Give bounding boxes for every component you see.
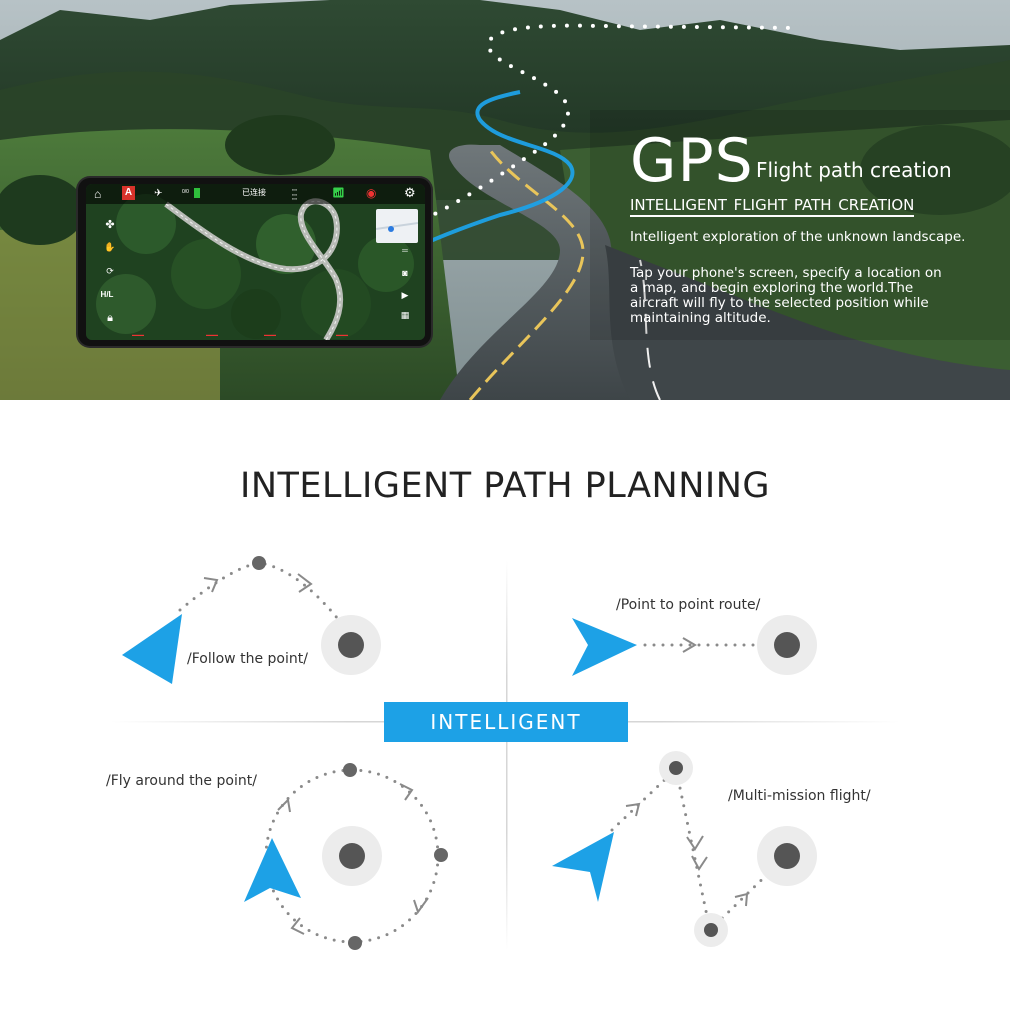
feature-description: Tap your phone's screen, specify a locat… bbox=[630, 265, 942, 326]
headless-icon[interactable]: H/L bbox=[100, 290, 114, 299]
gesture-icon[interactable]: ✋ bbox=[104, 242, 116, 252]
intelligent-badge: INTELLIGENT bbox=[384, 702, 628, 742]
satellite-count: 0/0 bbox=[182, 189, 189, 195]
follow-point-diagram bbox=[122, 556, 381, 684]
aerial-map bbox=[86, 184, 425, 340]
hero-banner: GPS Flight path creation INTELLIGENT FLI… bbox=[0, 0, 1010, 400]
direction-chevron bbox=[203, 577, 219, 593]
video-icon[interactable]: ▶ bbox=[401, 290, 409, 300]
eye-icon[interactable]: ◉ bbox=[366, 186, 377, 200]
phone-mockup: ⌂ A ✈ 0/0 已连接 ▪▪▪▪▪▪▪▪▪▪▪▪ 📶︎ ◉ ⚙ ✤ ✋ ⟳ … bbox=[78, 178, 431, 346]
phone-screen: ⌂ A ✈ 0/0 已连接 ▪▪▪▪▪▪▪▪▪▪▪▪ 📶︎ ◉ ⚙ ✤ ✋ ⟳ … bbox=[86, 184, 425, 340]
footer-readout: ▬▬▬ bbox=[264, 332, 276, 337]
landscape-image bbox=[0, 0, 1010, 400]
footer-readout: ▬▬▬ bbox=[206, 332, 218, 337]
point-to-point-diagram bbox=[572, 615, 817, 676]
footer-readout: ▬▬▬ bbox=[132, 332, 144, 337]
drone-arrow-icon bbox=[552, 832, 614, 902]
feature-heading: INTELLIGENT FLIGHT PATH CREATION bbox=[630, 196, 915, 217]
target-point bbox=[774, 632, 800, 658]
altitude-icon[interactable]: A bbox=[122, 186, 135, 200]
lock-icon[interactable]: 🔒︎ bbox=[107, 312, 113, 324]
wifi-signal-icon: 📶︎ bbox=[332, 188, 345, 199]
multi-mission-diagram bbox=[552, 751, 817, 947]
drone-arrow-icon bbox=[244, 838, 301, 902]
battery-icon bbox=[194, 188, 200, 198]
direction-chevron bbox=[734, 892, 749, 907]
vertical-divider bbox=[506, 560, 508, 950]
orbit-diagram bbox=[244, 763, 448, 950]
gallery-icon[interactable]: ▦ bbox=[400, 310, 410, 320]
path-planning-diagram bbox=[110, 556, 900, 950]
direction-chevron bbox=[625, 802, 641, 817]
gear-icon[interactable]: ⚙ bbox=[404, 185, 416, 200]
direction-chevron bbox=[686, 835, 704, 851]
satellite-icon: ✈ bbox=[154, 188, 163, 199]
propeller-icon[interactable]: ✤ bbox=[105, 219, 115, 231]
mode-label-point-to-point: /Point to point route/ bbox=[616, 597, 761, 613]
drone-arrow-icon bbox=[572, 618, 637, 676]
gps-subtitle: Flight path creation bbox=[756, 158, 952, 182]
location-pin-icon bbox=[376, 222, 418, 232]
home-icon[interactable]: ⌂ bbox=[94, 187, 102, 201]
gps-title: GPS bbox=[630, 126, 754, 196]
connection-status: 已连接 bbox=[242, 188, 266, 197]
calibrate-icon[interactable]: ═ bbox=[402, 246, 408, 255]
direction-chevron bbox=[413, 897, 429, 915]
minimap[interactable] bbox=[376, 209, 418, 243]
phone-top-bar bbox=[86, 184, 425, 204]
feature-tagline: Intelligent exploration of the unknown l… bbox=[630, 229, 966, 245]
target-point bbox=[774, 843, 800, 869]
mode-label-orbit: /Fly around the point/ bbox=[106, 773, 257, 789]
camera-icon[interactable]: ◙ bbox=[402, 268, 408, 278]
section-title: INTELLIGENT PATH PLANNING bbox=[240, 466, 770, 506]
target-point bbox=[338, 632, 364, 658]
drone-arrow-icon bbox=[122, 614, 182, 684]
direction-chevron bbox=[399, 783, 414, 801]
direction-chevron bbox=[290, 917, 305, 935]
direction-chevron bbox=[277, 797, 291, 813]
direction-chevron bbox=[691, 855, 708, 871]
telemetry-readout: ▪▪▪▪▪▪▪▪▪▪▪▪ bbox=[292, 188, 297, 201]
mode-label-follow: /Follow the point/ bbox=[187, 651, 308, 667]
direction-chevron bbox=[682, 637, 697, 653]
mode-label-multi-mission: /Multi-mission flight/ bbox=[728, 788, 871, 804]
route-icon[interactable]: ⟳ bbox=[106, 266, 114, 276]
direction-chevron bbox=[297, 573, 313, 593]
footer-readout: ▬▬▬ bbox=[336, 332, 348, 337]
target-point bbox=[339, 843, 365, 869]
